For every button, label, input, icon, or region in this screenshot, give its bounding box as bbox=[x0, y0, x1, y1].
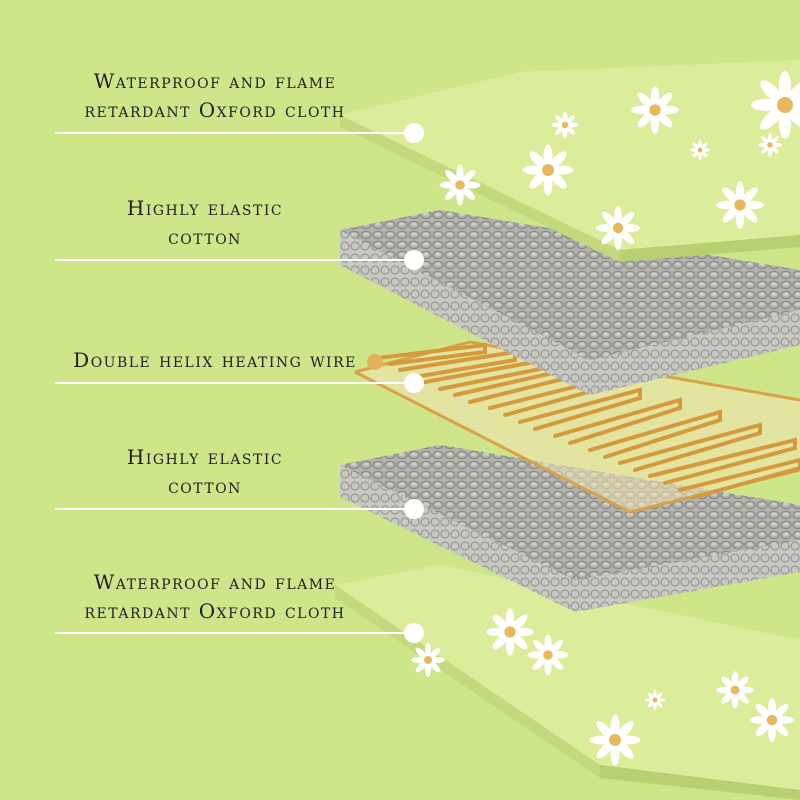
layer-label-bottom-oxford: Waterproof and flame retardant Oxford cl… bbox=[55, 568, 375, 626]
label-line: Waterproof and flame bbox=[93, 570, 337, 594]
layer-label-bottom-cotton: Highly elastic cotton bbox=[55, 443, 355, 501]
label-line: cotton bbox=[168, 474, 242, 498]
heating-wire-layer bbox=[354, 340, 800, 514]
label-line: Waterproof and flame bbox=[93, 69, 337, 93]
label-line: retardant Oxford cloth bbox=[84, 98, 346, 122]
label-line: Double helix heating wire bbox=[73, 348, 357, 372]
callout-dot-icon bbox=[404, 123, 424, 643]
label-line: retardant Oxford cloth bbox=[84, 599, 346, 623]
label-line: Highly elastic bbox=[126, 445, 284, 469]
label-line: Highly elastic bbox=[126, 196, 284, 220]
top-oxford-layer bbox=[340, 60, 800, 262]
label-line: cotton bbox=[168, 225, 242, 249]
layer-label-top-cotton: Highly elastic cotton bbox=[55, 194, 355, 252]
layer-label-top-oxford: Waterproof and flame retardant Oxford cl… bbox=[55, 67, 375, 125]
layer-label-heating-wire: Double helix heating wire bbox=[55, 346, 375, 375]
callout-lines bbox=[55, 132, 414, 634]
